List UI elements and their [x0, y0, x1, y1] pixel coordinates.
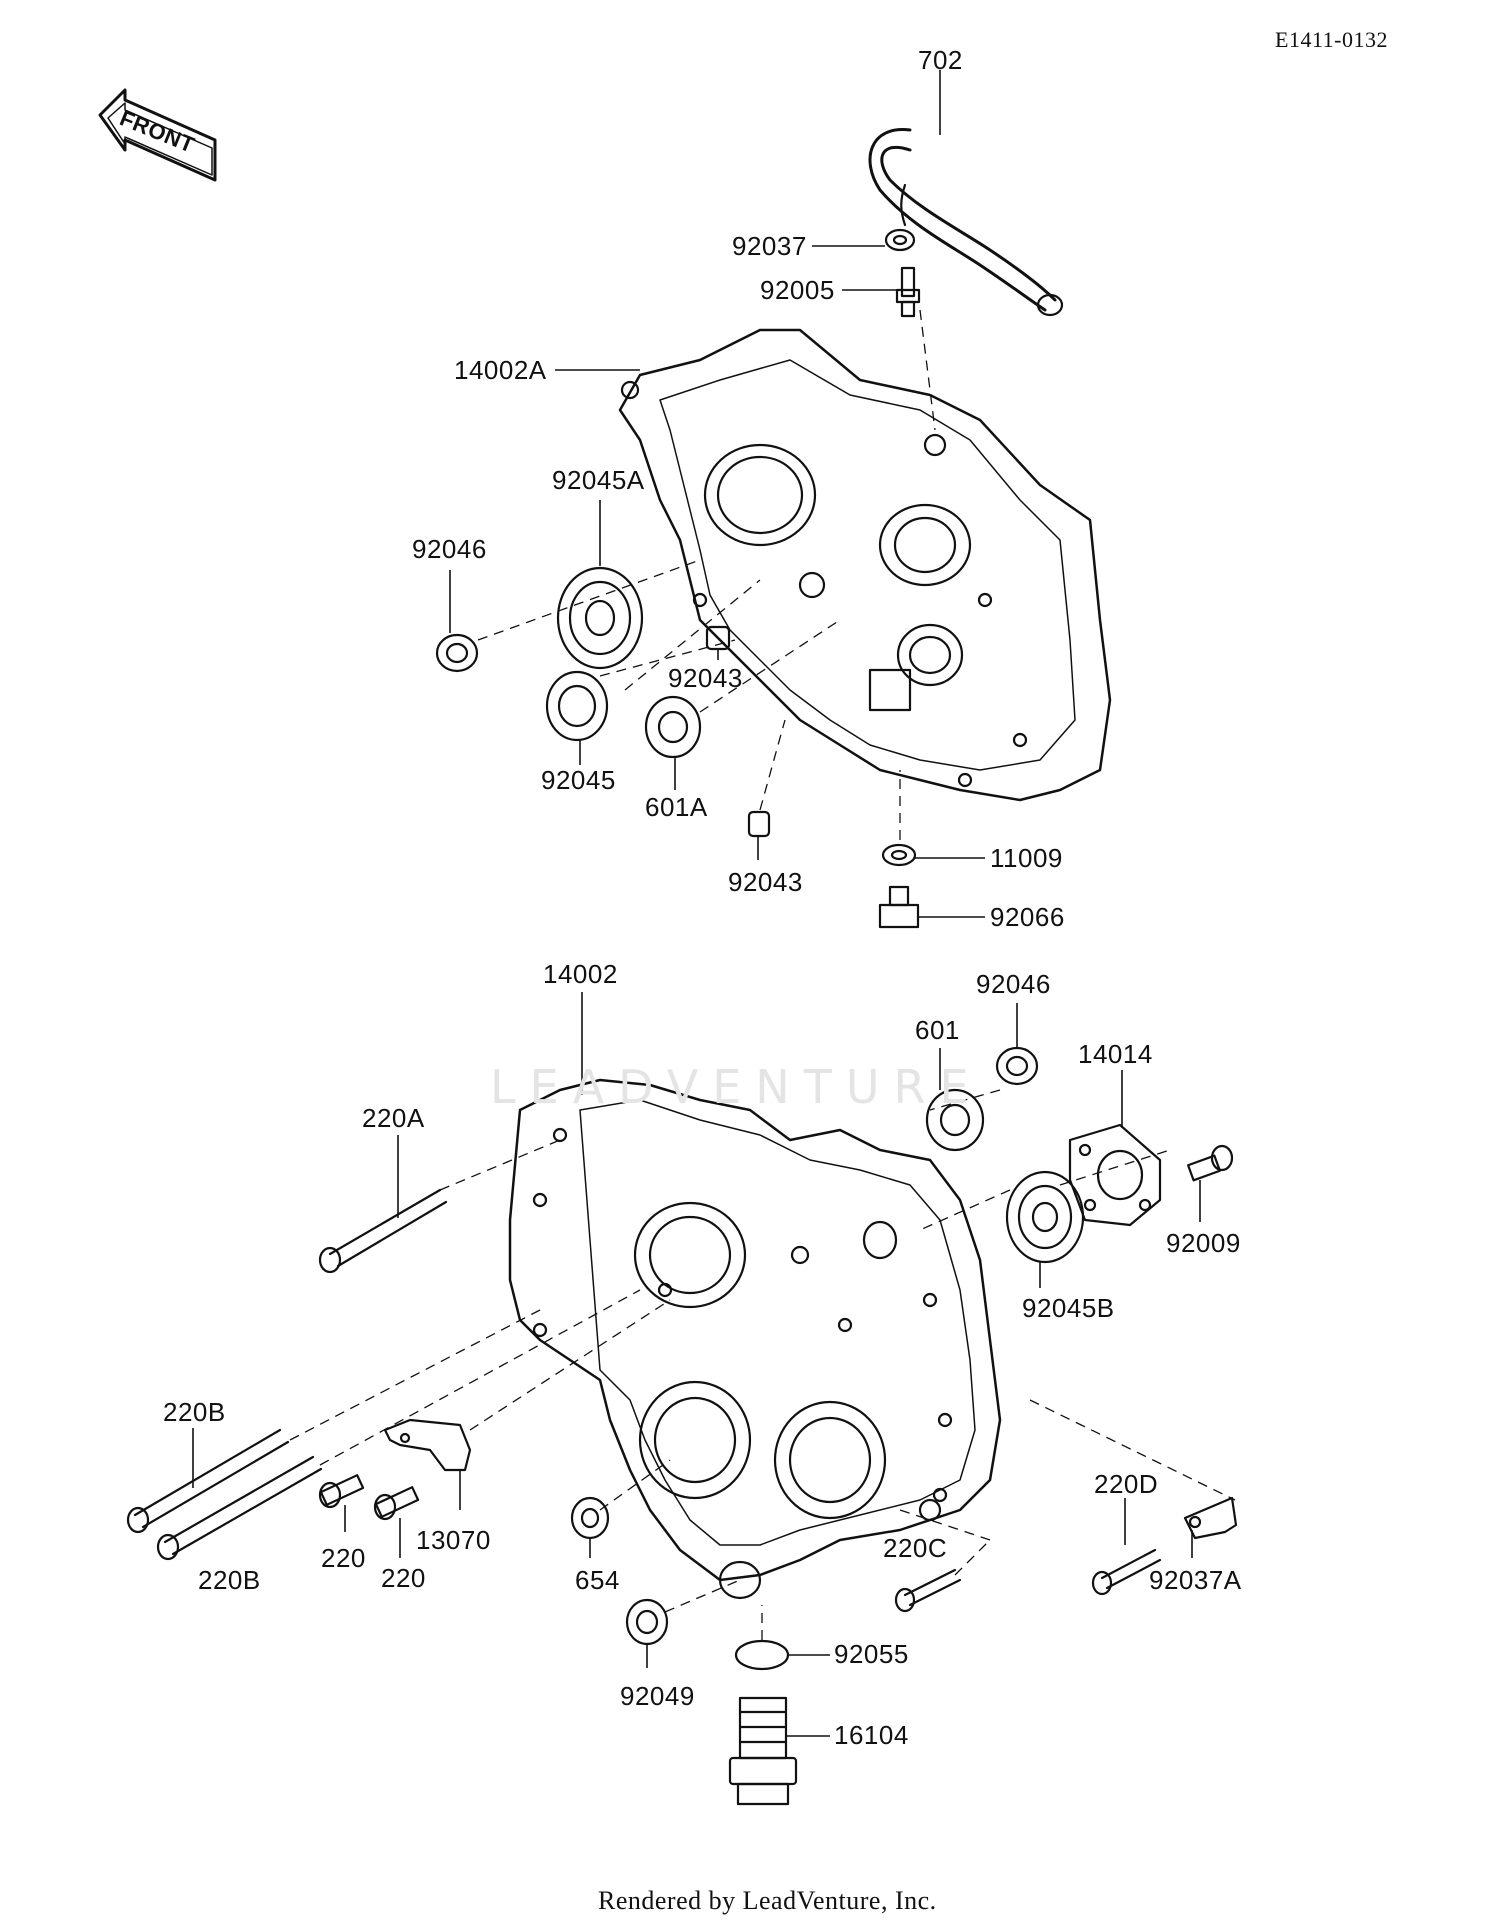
bearing-92045B	[1005, 1170, 1085, 1264]
label-92005: 92005	[760, 275, 835, 305]
label-220D: 220D	[1094, 1469, 1159, 1499]
label-220-a: 220	[321, 1543, 366, 1573]
screw-92009	[1187, 1144, 1234, 1182]
label-11009: 11009	[990, 843, 1063, 873]
bearing-92045	[545, 670, 609, 742]
label-92045B: 92045B	[1022, 1293, 1115, 1323]
plate-13070	[383, 1418, 472, 1472]
bolt-220A	[318, 1188, 448, 1274]
label-92043-a: 92043	[668, 663, 743, 693]
crankcase-right-14002	[508, 1078, 1002, 1600]
label-92046-bottom: 92046	[976, 969, 1051, 999]
label-92055: 92055	[834, 1639, 909, 1669]
label-601A: 601A	[645, 792, 708, 822]
label-702: 702	[918, 45, 963, 75]
oil-seal-92049	[625, 1598, 669, 1646]
label-16104: 16104	[834, 1720, 909, 1750]
hose-clamp-92037	[884, 228, 916, 252]
bolt-220B-b	[156, 1455, 323, 1561]
label-14014: 14014	[1078, 1039, 1153, 1069]
dowel-pin-92043-b	[747, 810, 771, 838]
bolt-220-b	[373, 1486, 420, 1521]
washer-11009	[881, 843, 917, 867]
label-654: 654	[575, 1565, 620, 1595]
drain-bolt-92066	[878, 885, 920, 929]
bolt-220-a	[318, 1474, 365, 1509]
label-92037: 92037	[732, 231, 807, 261]
label-92009: 92009	[1166, 1228, 1241, 1258]
label-220A: 220A	[362, 1103, 425, 1133]
label-220B-a: 220B	[163, 1397, 226, 1427]
label-220-b: 220	[381, 1563, 426, 1593]
watermark: LEADVENTURE	[490, 1060, 983, 1114]
label-92045A: 92045A	[552, 465, 645, 495]
label-14002: 14002	[543, 959, 618, 989]
breather-hose-702	[868, 128, 1064, 317]
label-220B-b: 220B	[198, 1565, 261, 1595]
clamp-92037A	[1183, 1496, 1238, 1540]
label-92037A: 92037A	[1149, 1565, 1242, 1595]
label-92045: 92045	[541, 765, 616, 795]
footer-credit: Rendered by LeadVenture, Inc.	[598, 1886, 937, 1915]
diagram-code: E1411-0132	[1275, 27, 1388, 52]
breather-fitting-92005	[895, 266, 921, 318]
label-220C: 220C	[883, 1533, 948, 1563]
bolt-220B-a	[126, 1428, 290, 1534]
bearing-92045A	[556, 566, 644, 670]
dowel-pin-92043-a	[705, 625, 731, 651]
collar-654	[570, 1496, 610, 1540]
label-92049: 92049	[620, 1681, 695, 1711]
label-601: 601	[915, 1015, 960, 1045]
front-arrow-icon	[98, 88, 217, 182]
label-14002A: 14002A	[454, 355, 547, 385]
o-ring-92055	[734, 1639, 790, 1671]
label-92043-b: 92043	[728, 867, 803, 897]
label-13070: 13070	[416, 1525, 491, 1555]
label-92046-top: 92046	[412, 534, 487, 564]
crankcase-left-14002A	[618, 328, 1112, 802]
needle-bearing-92046-bottom	[995, 1046, 1039, 1086]
bolt-220D	[1091, 1548, 1162, 1596]
label-92066: 92066	[990, 902, 1065, 932]
bolt-220C	[894, 1568, 962, 1613]
needle-bearing-92046-top	[435, 633, 479, 673]
bearing-601A	[644, 695, 702, 759]
bearing-601	[925, 1088, 985, 1152]
oil-drain-plug-16104	[728, 1696, 798, 1806]
